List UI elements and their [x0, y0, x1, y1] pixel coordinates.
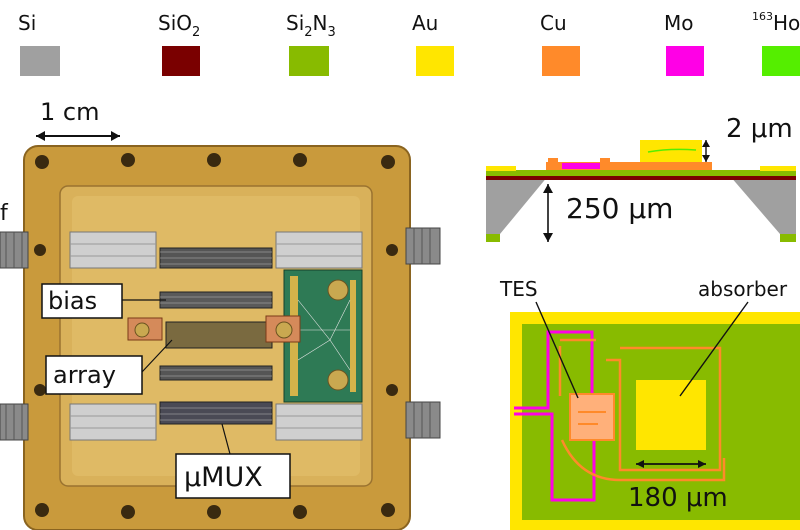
legend-label-sio2: SiO — [158, 11, 192, 35]
legend-label-mo: Mo — [664, 11, 694, 35]
tv-cu-links — [558, 338, 726, 482]
scale-label: 1 cm — [40, 98, 99, 126]
tv-mo-leads — [514, 330, 596, 502]
legend-sub-sio2: 2 — [192, 25, 200, 40]
legend-label-cu: Cu — [540, 11, 567, 35]
callout-mumux: μMUX — [175, 423, 291, 499]
cross-section: 2 μm 250 μm — [486, 114, 796, 242]
cs-ho-implant — [647, 148, 697, 153]
scale-bar-arrowheads — [36, 131, 120, 141]
cs-mo-layer — [562, 163, 600, 169]
legend-swatch-ho — [762, 46, 800, 76]
legend-swatch-sio2 — [162, 46, 200, 76]
cs-au-absorber — [640, 140, 702, 162]
cs-si-left — [486, 176, 548, 234]
legend-label-si2n3: Si — [286, 11, 304, 35]
pcb-screw-bottom — [327, 369, 349, 391]
left-edge-letter: f — [0, 201, 9, 226]
package-photo: 1 cm f — [0, 98, 441, 530]
cs-sio2-layer — [486, 176, 796, 180]
svg-text:bias: bias — [48, 287, 97, 315]
silver-block-stripes — [70, 243, 362, 429]
cs-si-right — [730, 176, 796, 234]
legend-label-ho: Ho — [773, 11, 800, 35]
cs-cu-layer — [546, 162, 712, 170]
top-view: TES absorber 180 μm — [499, 277, 800, 530]
bond-wires — [160, 251, 272, 421]
legend-swatch-si2n3 — [289, 46, 329, 76]
svg-text:μMUX: μMUX — [184, 462, 263, 493]
screw-holes — [34, 153, 398, 519]
svg-text:Si2N3: Si2N3 — [286, 11, 336, 40]
cs-sin-membrane — [486, 170, 796, 176]
svg-text:SiO2: SiO2 — [158, 11, 200, 40]
material-legend: Si SiO2 Si2N3 Au Cu Mo 163Ho — [18, 10, 800, 76]
legend-sup-ho: 163 — [752, 10, 773, 23]
legend-label-au: Au — [412, 11, 438, 35]
tv-absorber — [636, 380, 706, 450]
tv-tes-pad — [569, 393, 615, 441]
legend-swatch-cu — [542, 46, 580, 76]
legend-swatch-si — [20, 46, 60, 76]
tv-tes-label: TES — [499, 277, 538, 301]
tv-absorber-label: absorber — [698, 277, 788, 301]
legend-swatch-au — [416, 46, 454, 76]
callout-bias: bias — [41, 283, 166, 319]
sma-connectors — [0, 227, 441, 441]
legend-label-si: Si — [18, 11, 36, 35]
silver-connector-blocks — [69, 231, 363, 441]
legend-swatch-mo — [666, 46, 704, 76]
svg-text:163Ho: 163Ho — [752, 10, 800, 35]
pcb-wires — [297, 299, 351, 371]
chip-strips — [159, 247, 273, 425]
callout-array: array — [45, 339, 173, 395]
cs-thickness-label: 2 μm — [726, 114, 793, 144]
tv-width-label: 180 μm — [628, 483, 728, 513]
cs-depth-label: 250 μm — [566, 192, 673, 225]
svg-text:array: array — [53, 361, 116, 389]
pcb-screw-top — [327, 279, 349, 301]
